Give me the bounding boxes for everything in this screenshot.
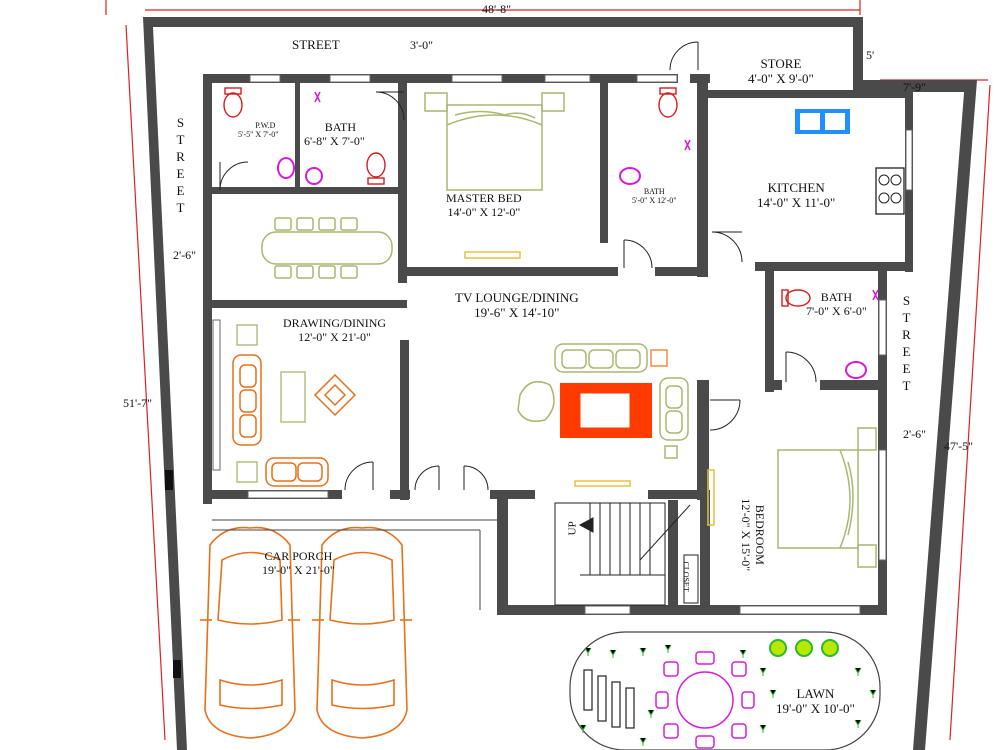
windows xyxy=(212,74,913,615)
street-label-right: STREET xyxy=(898,293,914,395)
drawing-room-sofas xyxy=(232,354,357,487)
lounge-rug xyxy=(560,383,652,438)
room-size: 19'-0" X 21'-0" xyxy=(262,562,335,577)
left-wall-marker xyxy=(173,660,181,678)
room-label-bath-2: BATH 5'-0" X 12'-0" xyxy=(632,187,677,205)
room-label-closet: CLOSET xyxy=(681,561,691,592)
room-size: 19'-6" X 14'-10" xyxy=(474,304,560,320)
master-bed xyxy=(424,92,565,259)
room-label-drawing: DRAWING/DINING 12'-0" X 21'-0" xyxy=(281,316,389,345)
closet-box xyxy=(683,554,699,604)
room-label-bath-3: BATH 7'-0" X 6'-0" xyxy=(806,290,867,319)
corner-width-dimension: 7'-9" xyxy=(903,80,927,94)
room-name: STORE xyxy=(760,56,802,71)
room-label-tv-lounge: TV LOUNGE/DINING 19'-6" X 14'-10" xyxy=(455,290,579,321)
doors xyxy=(219,41,817,491)
room-name: KITCHEN xyxy=(767,180,825,195)
room-size: 7'-0" X 6'-0" xyxy=(806,303,867,318)
bedroom-bed xyxy=(707,427,877,568)
street-label-left: STREET xyxy=(172,115,188,217)
lawn-area xyxy=(569,631,881,750)
bathroom-sinks xyxy=(277,91,879,379)
room-label-lawn: LAWN 19'-0" X 10'-0" xyxy=(776,686,855,717)
cars xyxy=(200,526,412,739)
right-height-dimension: 47'-5" xyxy=(944,439,974,453)
stairs-up-label: UP xyxy=(566,521,579,536)
top-width-dimension: 48'-8" xyxy=(482,2,512,16)
street-label-top: STREET xyxy=(292,37,340,52)
room-name: BATH xyxy=(643,187,665,196)
room-name: P.W.D xyxy=(255,121,276,130)
left-wall-marker xyxy=(165,470,173,490)
room-size: 4'-0" X 9'-0" xyxy=(748,70,814,86)
room-label-master-bed: MASTER BED 14'-0" X 12'-0" xyxy=(446,191,522,220)
room-label-pwd: P.W.D 5'-5" X 7'-0" xyxy=(238,121,279,139)
dining-table xyxy=(261,217,393,279)
room-size: 5'-0" X 12'-0" xyxy=(632,196,677,206)
room-name: BATH xyxy=(820,290,853,304)
room-label-car-porch: CAR PORCH 19'-0" X 21'-0" xyxy=(262,549,335,578)
left-setback-dimension: 2'-6" xyxy=(173,248,197,262)
room-label-kitchen: KITCHEN 14'-0" X 11'-0" xyxy=(757,180,836,211)
right-setback-dimension: 2'-6" xyxy=(903,427,927,441)
room-size: 14'-0" X 12'-0" xyxy=(447,204,521,219)
staircase xyxy=(554,502,691,606)
room-name: LAWN xyxy=(796,686,835,701)
room-size: 12'-0" X 15'-0" xyxy=(739,498,754,572)
room-size: 19'-0" X 10'-0" xyxy=(776,700,855,716)
bathroom-fixtures xyxy=(223,87,811,307)
room-name: BATH xyxy=(324,120,357,134)
left-height-dimension: 51'-7" xyxy=(123,396,153,410)
room-label-bath-1: BATH 6'-8" X 7'-0" xyxy=(304,120,365,149)
room-name: CAR PORCH xyxy=(264,549,333,563)
interior-walls xyxy=(203,74,913,615)
room-size: 6'-8" X 7'-0" xyxy=(304,133,365,148)
room-name: MASTER BED xyxy=(446,191,522,205)
kitchen-fixtures xyxy=(795,109,905,215)
room-size: 5'-5" X 7'-0" xyxy=(238,130,279,140)
top-setback-dimension: 3'-0" xyxy=(410,38,434,52)
corner-small-dimension: 5' xyxy=(866,48,875,62)
outer-walls xyxy=(143,17,977,750)
room-name: BEDROOM xyxy=(753,504,768,565)
room-size: 12'-0" X 21'-0" xyxy=(298,329,371,344)
drawing-room-table xyxy=(236,324,306,483)
room-label-store: STORE 4'-0" X 9'-0" xyxy=(748,56,814,87)
lounge-sofa-set xyxy=(517,343,689,487)
room-size: 14'-0" X 11'-0" xyxy=(757,194,836,210)
room-label-bedroom: BEDROOM 12'-0" X 15'-0" xyxy=(739,498,767,571)
porch-outline xyxy=(212,519,497,610)
room-name: DRAWING/DINING xyxy=(283,316,387,330)
room-name: TV LOUNGE/DINING xyxy=(455,290,579,305)
